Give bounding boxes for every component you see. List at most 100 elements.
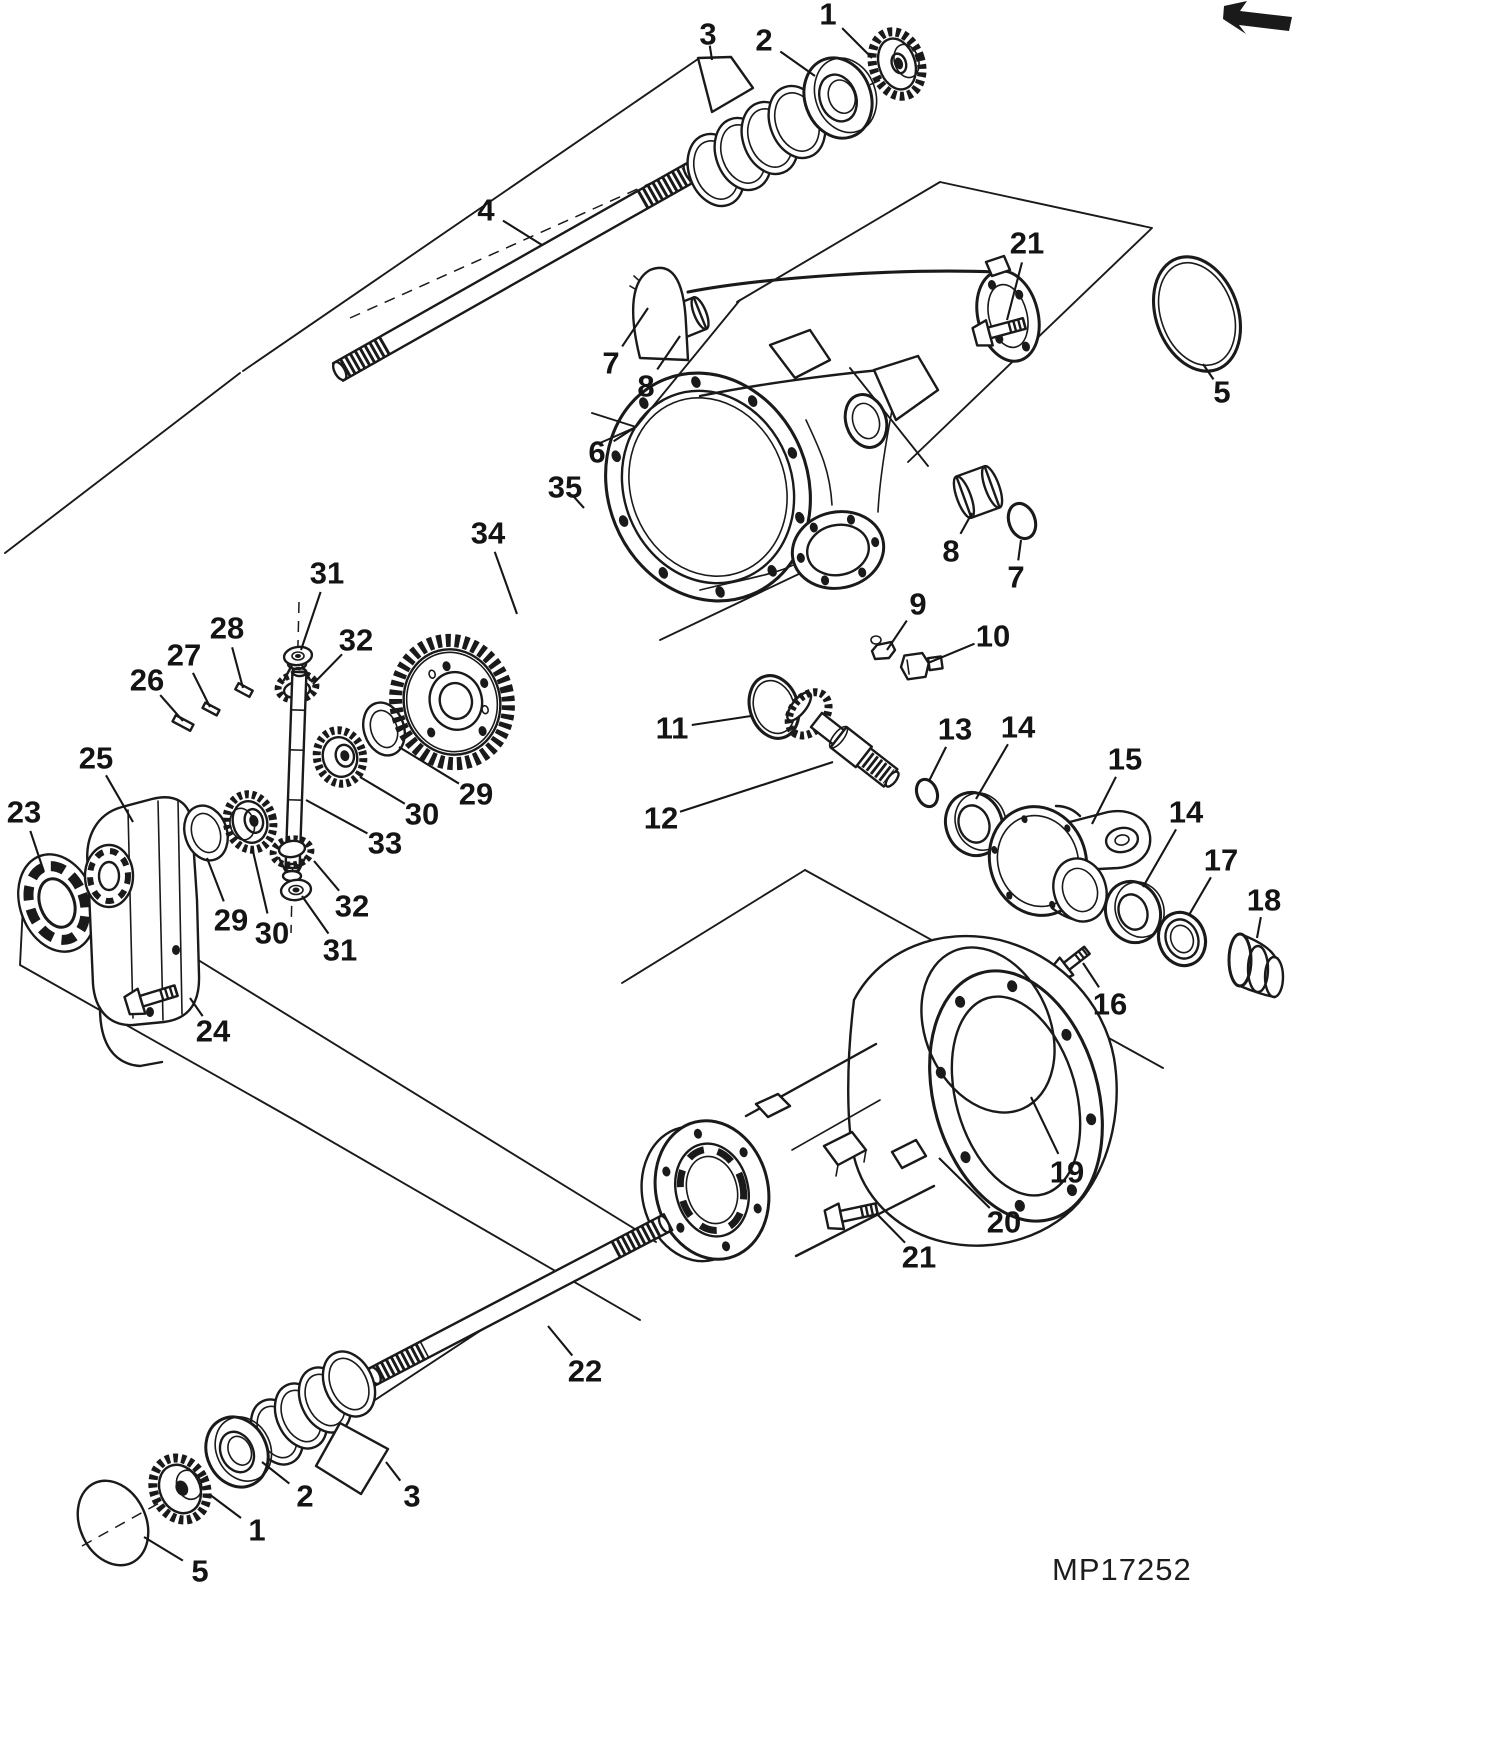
- callout-1-label: 1: [248, 1513, 265, 1548]
- callout-3-wedge: [696, 55, 755, 114]
- callout-4-leader: [502, 219, 543, 246]
- callout-32-label: 32: [339, 623, 373, 658]
- callout-3-wedge-lower: [314, 1421, 390, 1496]
- callout-21-label: 21: [902, 1240, 936, 1275]
- pin-26: [171, 714, 195, 732]
- callout-13-leader: [928, 746, 947, 782]
- callout-31-label: 31: [323, 933, 357, 968]
- callout-18-label: 18: [1247, 883, 1281, 918]
- callout-14-label: 14: [1001, 710, 1036, 745]
- callout-33-leader: [305, 799, 368, 835]
- callout-21-label: 21: [1010, 226, 1044, 261]
- callout-28-label: 28: [210, 611, 244, 646]
- cap-18: [1227, 932, 1285, 999]
- callout-3-label: 3: [403, 1479, 420, 1514]
- callout-24-leader: [189, 997, 204, 1017]
- axle-housing-20: [640, 934, 1118, 1263]
- callout-10-label: 10: [976, 619, 1010, 654]
- callout-8-leader: [959, 512, 973, 535]
- bevel-gear-1: [867, 27, 927, 101]
- callout-18-leader: [1255, 916, 1262, 939]
- callout-14-leader: [975, 743, 1009, 800]
- figure-code: MP17252: [1052, 1552, 1192, 1587]
- callout-1-label: 1: [819, 0, 836, 32]
- callout-35-leader: [572, 495, 585, 509]
- callout-11-label: 11: [656, 711, 689, 746]
- spider-gear-32-bottom: [269, 835, 315, 883]
- washer-31-bottom: [279, 878, 313, 902]
- callout-7-leader: [621, 307, 649, 347]
- callout-3-label: 3: [699, 17, 716, 52]
- callout-14-leader: [1142, 828, 1177, 888]
- pinion-shaft-12: [784, 688, 900, 788]
- callout-25-leader: [105, 774, 134, 823]
- callout-5-label: 5: [191, 1554, 208, 1589]
- callout-7-label: 7: [602, 346, 619, 381]
- bushing-8-right: [952, 464, 1004, 520]
- callout-2-leader: [779, 50, 816, 77]
- washer-31-top: [282, 645, 314, 667]
- shim-stack-3-lower: [249, 1350, 390, 1496]
- bearing-14-outer: [1104, 879, 1165, 945]
- callout-33-label: 33: [368, 826, 402, 861]
- callout-26-label: 26: [130, 663, 164, 698]
- callout-11-leader: [691, 714, 752, 727]
- callout-27-leader: [192, 672, 211, 708]
- callout-24-label: 24: [196, 1014, 231, 1049]
- axle-housing-carrier: [604, 254, 1041, 603]
- callout-28-leader: [231, 647, 245, 689]
- callout-32-leader: [312, 653, 343, 685]
- callout-22-label: 22: [568, 1354, 602, 1389]
- callout-29-leader: [206, 857, 225, 902]
- callout-25-label: 25: [79, 741, 113, 776]
- callout-17-label: 17: [1204, 843, 1238, 878]
- callout-1-leader: [208, 1493, 242, 1519]
- callout-16-label: 16: [1093, 987, 1127, 1022]
- differential-internals: [17, 633, 515, 1068]
- bearing-14-inner: [944, 790, 1007, 858]
- seal-17: [1156, 910, 1208, 968]
- callout-15-label: 15: [1108, 742, 1142, 777]
- callout-16-leader: [1082, 962, 1100, 988]
- callout-15-leader: [1091, 776, 1117, 825]
- thrust-washer-29-left: [183, 804, 229, 862]
- callout-32-label: 32: [335, 889, 369, 924]
- callout-layer: 1234215786353487910313228272625232930332…: [7, 0, 1281, 1589]
- callout-27-label: 27: [167, 638, 201, 673]
- oring-5-upper: [1151, 255, 1243, 373]
- callout-3-leader: [708, 45, 714, 61]
- callout-12-leader: [679, 761, 834, 813]
- callout-2-label: 2: [755, 23, 772, 58]
- callout-7-label: 7: [1007, 560, 1024, 595]
- thrust-washer-29-right: [362, 701, 406, 757]
- callout-21-leader: [875, 1212, 906, 1244]
- callout-5-leader: [1202, 363, 1215, 380]
- callout-26-leader: [159, 694, 184, 722]
- bevel-gear-1-lower: [148, 1453, 212, 1525]
- callout-1-leader: [841, 27, 873, 59]
- callout-8-label: 8: [637, 369, 654, 404]
- callout-30-leader: [250, 846, 269, 914]
- callout-34-leader: [493, 551, 518, 615]
- yoke-15: [987, 804, 1152, 923]
- bearing-2: [802, 56, 878, 140]
- callout-9-leader: [886, 619, 908, 651]
- callout-4-label: 4: [477, 193, 495, 228]
- callout-31-label: 31: [310, 556, 344, 591]
- callout-2-leader: [261, 1461, 290, 1485]
- pinion-assembly: [747, 674, 1285, 999]
- callout-7-leader: [1017, 539, 1023, 561]
- axle-shaft-22: [366, 1213, 674, 1387]
- callout-8-label: 8: [942, 534, 959, 569]
- pin-28: [234, 681, 254, 699]
- callout-8-leader: [656, 335, 681, 371]
- cross-shaft-33: [284, 666, 308, 874]
- callout-31-leader: [300, 591, 322, 651]
- callout-30-label: 30: [405, 797, 439, 832]
- side-gear-30-left: [222, 790, 278, 854]
- callout-32-leader: [313, 860, 340, 892]
- ring-gear: [389, 633, 515, 771]
- callout-20-label: 20: [987, 1205, 1021, 1240]
- callout-22-leader: [547, 1325, 574, 1357]
